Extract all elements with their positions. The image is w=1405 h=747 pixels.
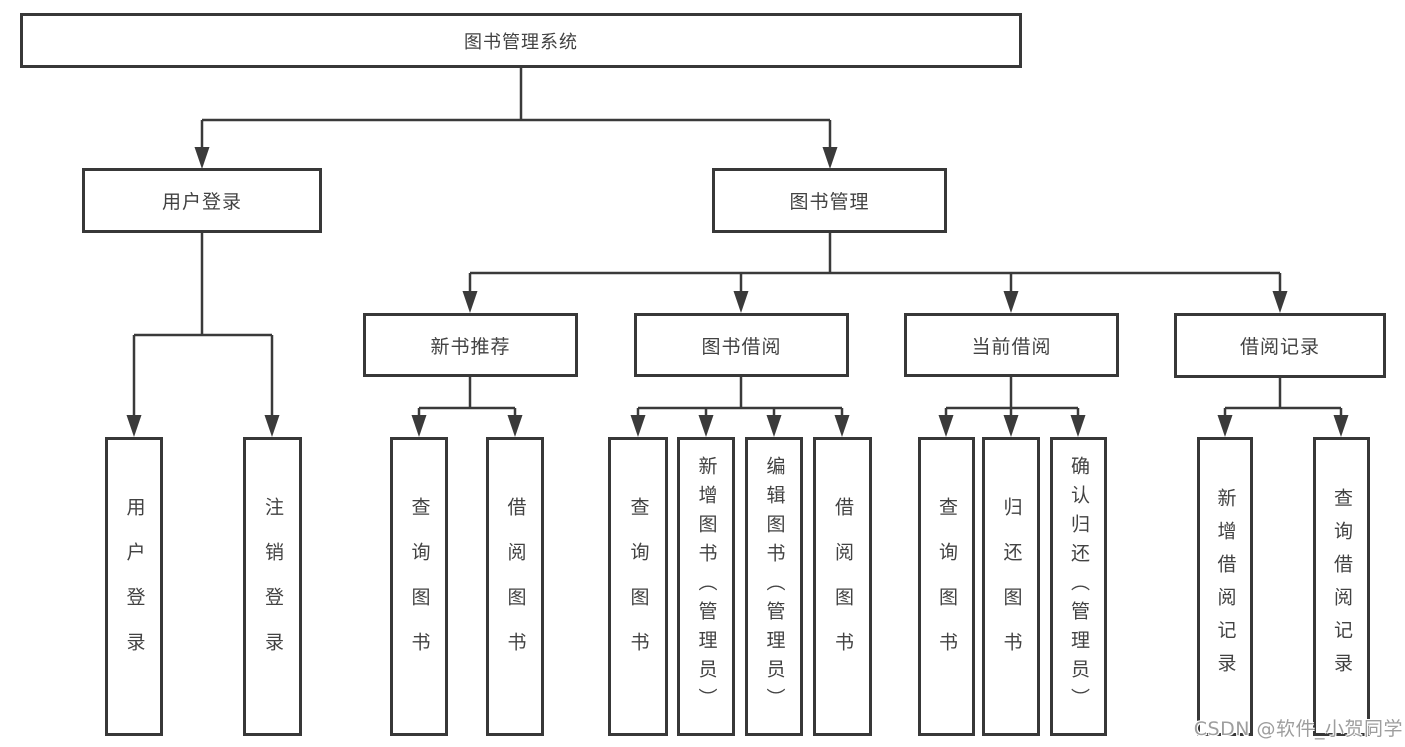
- node-label: 查询图书: [408, 496, 431, 677]
- node-borrowing-records: 借阅记录: [1174, 313, 1386, 378]
- node-label: 确认归还（管理员）: [1068, 456, 1090, 717]
- node-label: 归还图书: [1000, 496, 1023, 677]
- node-leaf-edit-book-admin: 编辑图书（管理员）: [745, 437, 803, 736]
- node-leaf-confirm-return-admin: 确认归还（管理员）: [1050, 437, 1107, 736]
- node-leaf-user-login: 用户登录: [105, 437, 163, 736]
- node-leaf-query-book-current: 查询图书: [918, 437, 975, 736]
- node-label: 图书借阅: [701, 335, 782, 358]
- node-label: 用户登录: [161, 191, 242, 213]
- node-leaf-borrow-book: 借阅图书: [813, 437, 872, 736]
- node-system-root: 图书管理系统: [20, 13, 1022, 68]
- node-current-borrowing: 当前借阅: [904, 313, 1119, 377]
- node-leaf-add-borrow-record: 新增借阅记录: [1197, 437, 1253, 736]
- node-label: 注销登录: [262, 496, 284, 677]
- node-label: 新增借阅记录: [1214, 487, 1237, 686]
- node-leaf-return-book: 归还图书: [982, 437, 1040, 736]
- node-leaf-query-borrow-record: 查询借阅记录: [1313, 437, 1370, 736]
- node-label: 查询图书: [627, 496, 650, 677]
- node-book-borrowing: 图书借阅: [634, 313, 849, 377]
- node-label: 编辑图书（管理员）: [763, 456, 786, 717]
- node-label: 图书管理系统: [464, 31, 578, 53]
- node-user-login-group: 用户登录: [82, 168, 322, 233]
- node-label: 查询借阅记录: [1331, 487, 1353, 686]
- node-label: 用户登录: [123, 496, 146, 677]
- node-label: 图书管理: [789, 191, 870, 213]
- node-label: 当前借阅: [971, 335, 1052, 358]
- node-leaf-query-book-recommend: 查询图书: [390, 437, 448, 736]
- csdn-watermark: CSDN @软件_小贺同学: [1193, 718, 1403, 740]
- node-book-management: 图书管理: [712, 168, 947, 233]
- node-leaf-add-book-admin: 新增图书（管理员）: [677, 437, 735, 736]
- node-label: 查询图书: [936, 496, 958, 677]
- node-label: 借阅图书: [504, 496, 527, 677]
- node-label: 新书推荐: [430, 335, 511, 358]
- node-label: 借阅记录: [1239, 336, 1320, 358]
- node-label: 新增图书（管理员）: [695, 456, 718, 717]
- node-label: 借阅图书: [832, 496, 854, 677]
- node-leaf-query-book-borrow: 查询图书: [608, 437, 668, 736]
- node-new-book-recommend: 新书推荐: [363, 313, 578, 377]
- node-leaf-borrow-book-recommend: 借阅图书: [486, 437, 544, 736]
- node-leaf-logout: 注销登录: [243, 437, 302, 736]
